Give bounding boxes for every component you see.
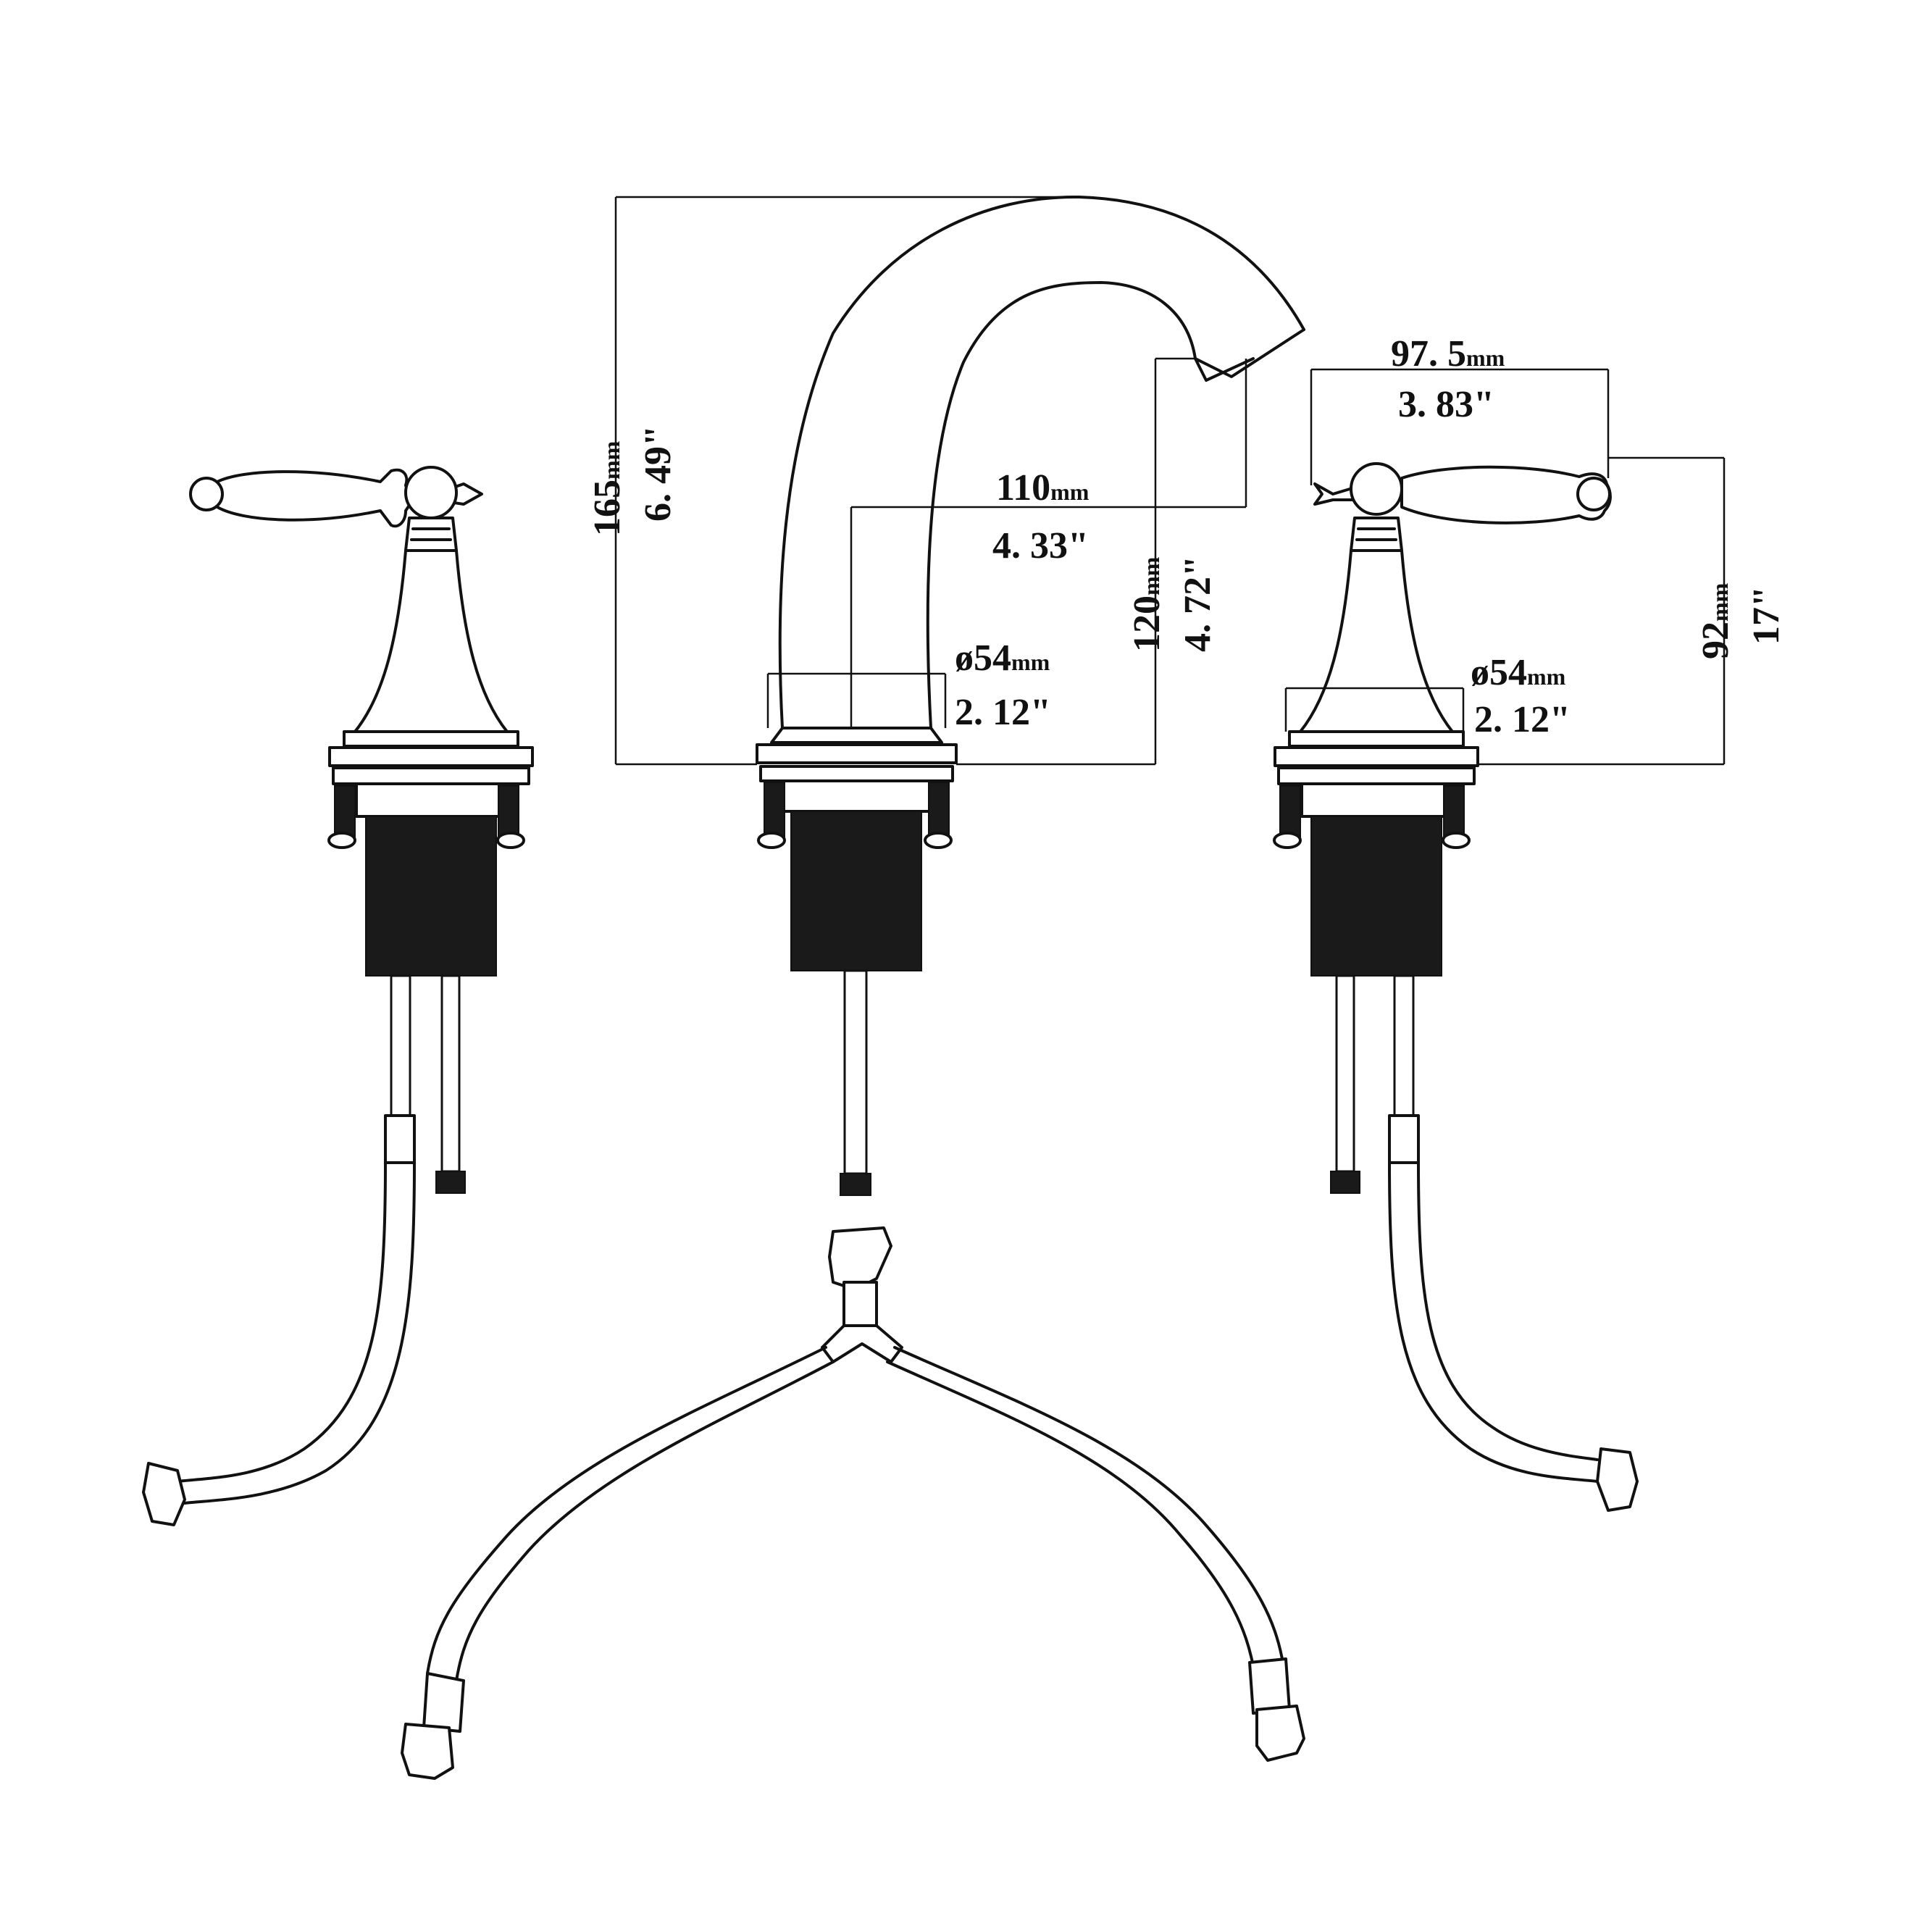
right-handle-tube-a bbox=[1335, 974, 1355, 1173]
right-handle-bolt-left bbox=[1279, 785, 1301, 837]
tee-connector-assembly bbox=[401, 1226, 1305, 1780]
dim-spout-reach-mm: 110mm bbox=[996, 467, 1090, 509]
spout-base-neck bbox=[781, 779, 932, 813]
tee-connector-head bbox=[828, 1226, 892, 1291]
right-handle-nut-left bbox=[1273, 832, 1302, 849]
dim-height-total-mm: 165mm bbox=[587, 440, 628, 536]
tee-junction bbox=[821, 1324, 903, 1363]
left-handle-threaded-shank bbox=[365, 816, 497, 977]
spout-base-plate bbox=[756, 743, 958, 764]
right-handle-base-plate bbox=[1274, 746, 1479, 767]
right-handle-base-neck bbox=[1300, 782, 1452, 818]
left-handle-base-collar bbox=[343, 730, 519, 748]
left-handle-nut-right bbox=[496, 832, 525, 849]
right-handle-base-ring bbox=[1277, 766, 1476, 785]
dim-handle-width-mm: 97. 5mm bbox=[1391, 333, 1505, 375]
dim-spout-base-inch: 2. 12" bbox=[955, 692, 1051, 733]
right-handle-neck bbox=[1350, 517, 1403, 552]
dim-handle-height-mm: 92mm bbox=[1695, 582, 1736, 659]
left-handle-hose-coupler bbox=[384, 1114, 416, 1164]
spout-outlet-tube bbox=[843, 969, 868, 1175]
dimension-lines bbox=[614, 196, 1726, 766]
tee-hose-left-inner bbox=[455, 1360, 835, 1682]
left-handle-tube-end bbox=[435, 1171, 466, 1194]
left-hose-outer bbox=[176, 1161, 387, 1483]
tee-hose-left-fitting bbox=[401, 1723, 454, 1780]
right-handle-assembly bbox=[1273, 462, 1639, 1512]
right-handle-bolt-right bbox=[1443, 785, 1465, 837]
dim-handle-height-inch: 17" bbox=[1746, 586, 1787, 645]
tee-hose-right-inner bbox=[886, 1360, 1255, 1668]
spout-bolt-nut-left bbox=[757, 832, 786, 849]
left-handle-tube-b bbox=[440, 974, 461, 1173]
spout-bolt-nut-right bbox=[924, 832, 953, 849]
tee-hose-left-coupler bbox=[422, 1672, 465, 1733]
dim-spout-reach-inch: 4. 33" bbox=[992, 525, 1089, 566]
dim-spout-base-mm: ø54mm bbox=[955, 637, 1050, 679]
right-handle-base-collar bbox=[1288, 730, 1465, 748]
left-handle-assembly bbox=[142, 466, 534, 1526]
right-handle-nut-right bbox=[1442, 832, 1471, 849]
right-handle-tube-b bbox=[1393, 974, 1415, 1118]
left-handle-base-neck bbox=[355, 782, 506, 818]
spout-base-ring bbox=[759, 765, 954, 782]
left-hose-nut bbox=[142, 1462, 186, 1526]
dim-spout-height-mm: 120mm bbox=[1126, 556, 1168, 652]
left-handle-bolt-right bbox=[498, 785, 519, 837]
tee-hose-left-outer bbox=[426, 1346, 827, 1675]
left-handle-hub bbox=[404, 466, 458, 519]
spout-gooseneck-outer bbox=[778, 195, 1305, 729]
spout-tube-end bbox=[840, 1173, 871, 1196]
right-hose-nut bbox=[1596, 1447, 1639, 1512]
dim-handle-width-inch: 3. 83" bbox=[1398, 384, 1494, 425]
dim-spout-height-inch: 4. 72" bbox=[1177, 556, 1218, 652]
tee-hose-right-coupler bbox=[1248, 1657, 1291, 1715]
dim-handle-base-inch: 2. 12" bbox=[1474, 699, 1571, 740]
dim-handle-base-mm: ø54mm bbox=[1471, 652, 1566, 693]
dim-height-total-inch: 6. 49" bbox=[637, 425, 679, 522]
tee-connector-stem bbox=[842, 1281, 878, 1327]
tee-hose-right-fitting bbox=[1255, 1705, 1305, 1762]
spout-threaded-shank bbox=[790, 811, 922, 971]
left-handle-knob-end bbox=[189, 477, 224, 511]
spout-gooseneck-inner bbox=[926, 281, 1197, 729]
spout-bolt-left bbox=[764, 782, 785, 837]
right-handle-tube-end bbox=[1330, 1171, 1360, 1194]
right-handle-hub bbox=[1350, 462, 1403, 516]
left-handle-lever bbox=[216, 468, 414, 528]
left-handle-nut-left bbox=[327, 832, 356, 849]
right-hose-inner bbox=[1417, 1161, 1599, 1461]
left-handle-neck bbox=[404, 517, 458, 552]
right-hose-outer bbox=[1388, 1161, 1599, 1483]
right-handle-hose-coupler bbox=[1388, 1114, 1420, 1164]
left-handle-tube-a bbox=[390, 974, 411, 1118]
left-handle-body bbox=[354, 549, 509, 733]
right-handle-body bbox=[1299, 549, 1454, 733]
right-handle-threaded-shank bbox=[1310, 816, 1442, 977]
dimension-labels: 165mm 6. 49" 110mm 4. 33" 120mm 4. 72" ø… bbox=[587, 333, 1787, 740]
tee-hose-right-outer bbox=[893, 1346, 1284, 1660]
left-handle-bolt-left bbox=[334, 785, 356, 837]
right-handle-knob-end bbox=[1576, 477, 1611, 511]
left-handle-base-ring bbox=[332, 766, 530, 785]
left-hose-inner bbox=[183, 1161, 416, 1505]
spout-assembly bbox=[756, 195, 1305, 1196]
spout-bolt-right bbox=[928, 782, 950, 837]
spout-base-collar bbox=[770, 727, 943, 744]
spout-tip bbox=[1194, 328, 1305, 382]
left-handle-base-plate bbox=[328, 746, 534, 767]
right-handle-finial bbox=[1313, 482, 1363, 506]
